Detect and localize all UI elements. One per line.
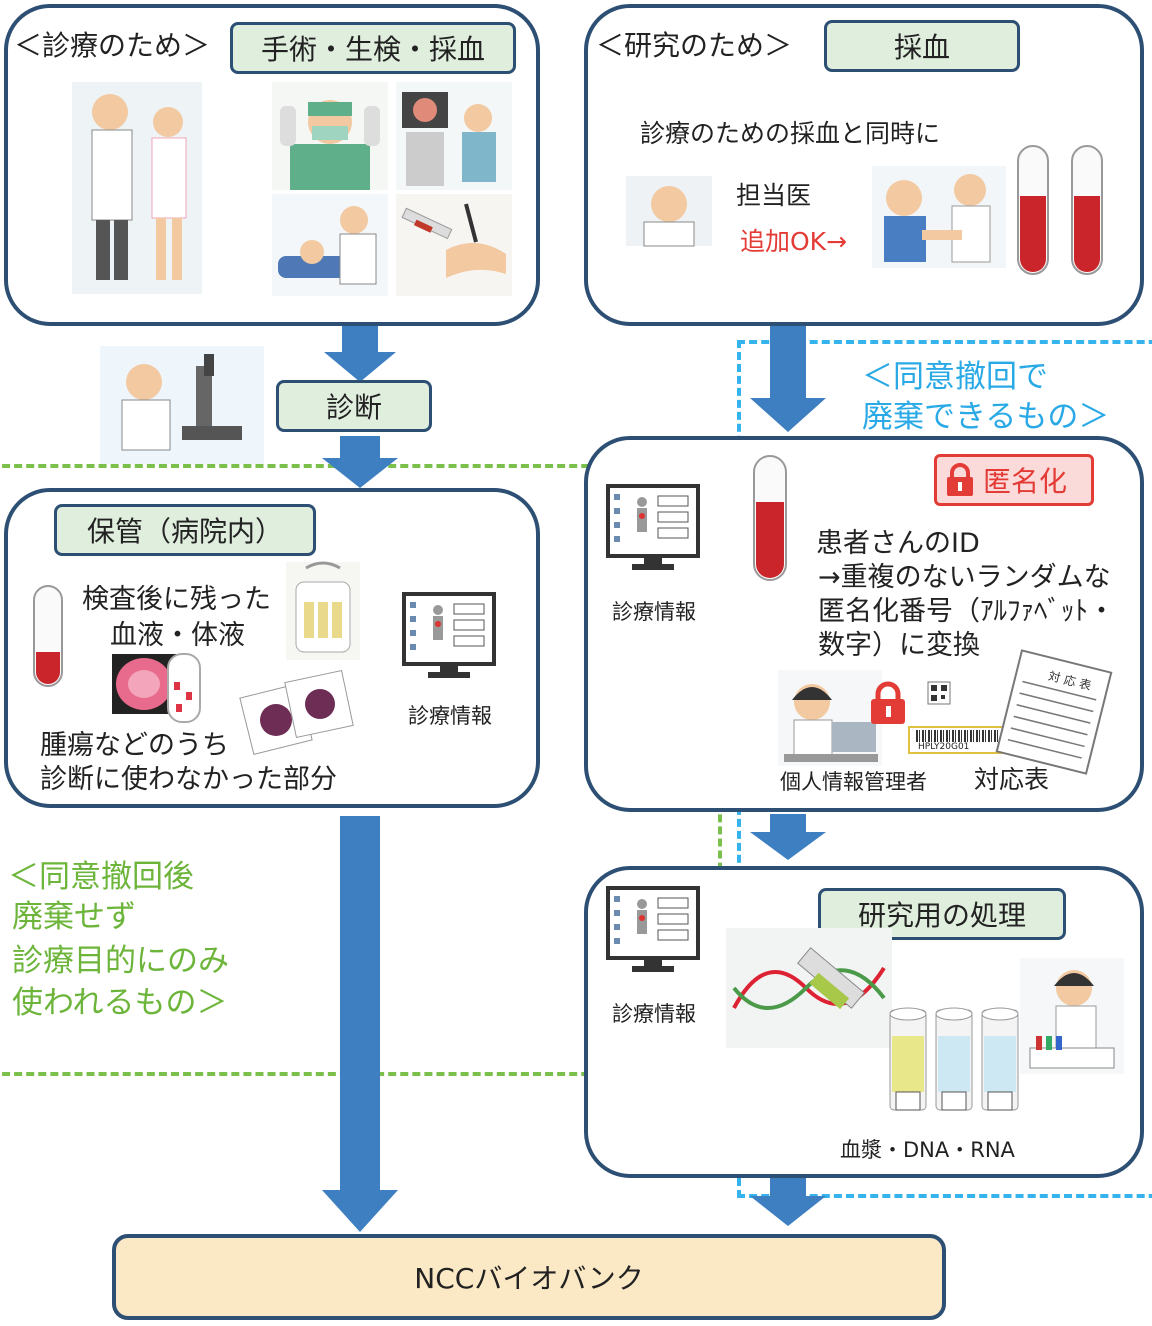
blood-tube-icon <box>753 455 787 581</box>
storage-info-label: 診療情報 <box>408 704 492 728</box>
barcode-text: HPLY20G01 <box>918 742 970 752</box>
ncc-biobank-label: NCCバイオバンク <box>414 1262 644 1295</box>
diagnosis-label: 診断 <box>276 380 432 432</box>
additional-ok-label: 追加OK→ <box>740 227 848 256</box>
green-region-line1: ＜同意撤回後 <box>8 859 194 895</box>
endoscopy-illustration <box>396 82 512 190</box>
info-manager-illustration <box>778 670 882 766</box>
sample-tube-illustration <box>167 653 201 723</box>
anonymize-text-line1: 患者さんのID <box>816 528 980 559</box>
qr-code-icon <box>927 681 951 705</box>
green-region-line2: 廃棄せず <box>12 899 136 935</box>
research-processing-label: 研究用の処理 <box>818 888 1066 940</box>
arrow-down-icon <box>324 326 396 382</box>
anonymize-info-label: 診療情報 <box>612 600 696 624</box>
dna-syringe-illustration <box>726 928 892 1048</box>
anonymize-badge-label: 匿名化 <box>983 465 1068 498</box>
tumor-tissue-illustration <box>112 654 176 714</box>
blood-tube-icon <box>1017 145 1049 275</box>
dentist-examination-illustration <box>272 194 388 296</box>
research-line1: 診療のための採血と同時に <box>640 119 941 148</box>
lock-icon <box>947 463 973 496</box>
plasma-tube-icon <box>889 1007 927 1111</box>
tissue-slides-illustration <box>239 669 354 756</box>
research-blood-label: 採血 <box>824 20 1020 72</box>
attending-doctor-label: 担当医 <box>736 181 812 210</box>
blue-region-line1: ＜同意撤回で <box>862 359 1048 395</box>
tumor-line2: 診断に使わなかった部分 <box>40 764 337 795</box>
remaining-samples-line1: 検査後に残った <box>82 584 271 615</box>
doctor-and-nurse-illustration <box>72 82 202 294</box>
correspondence-table-label: 対応表 <box>974 765 1050 794</box>
anonymize-text-line2: →重複のないランダムな <box>818 562 1111 593</box>
blood-draw-syringe-illustration <box>396 194 512 296</box>
lab-researcher-illustration <box>1020 958 1124 1074</box>
correspondence-table-illustration: 対 応 表 <box>995 649 1113 775</box>
anonymize-text-line3: 匿名化番号（ｱﾙﾌｧﾍﾞｯﾄ・ <box>818 596 1115 627</box>
blood-tube-icon <box>33 585 63 687</box>
doctor-portrait-illustration <box>626 176 712 247</box>
arrow-down-icon <box>750 814 826 860</box>
barcode-label: HPLY20G01 <box>908 726 1004 754</box>
tumor-line1: 腫瘍などのうち <box>40 730 229 761</box>
nurse-drawing-blood-illustration <box>872 166 1006 268</box>
blue-region-line2: 廃棄できるもの＞ <box>862 399 1110 435</box>
lock-icon <box>871 681 905 724</box>
arrow-down-icon <box>750 326 826 432</box>
rna-tube-icon <box>981 1007 1019 1111</box>
arrow-down-icon <box>322 436 398 488</box>
blood-tube-icon <box>1071 145 1103 275</box>
storage-label: 保管（病院内） <box>54 504 316 556</box>
medical-record-monitor-icon <box>606 886 700 972</box>
arrow-down-icon <box>750 1178 826 1226</box>
blood-bag-illustration <box>286 561 360 660</box>
research-heading: ＜研究のため＞ <box>596 29 793 62</box>
clinical-care-heading: ＜診療のため＞ <box>14 29 211 62</box>
medical-record-monitor-icon <box>402 592 496 678</box>
anonymize-badge: 匿名化 <box>934 454 1094 506</box>
anonymize-text-line4: 数字）に変換 <box>818 630 980 661</box>
surgery-biopsy-blood-label: 手術・生検・採血 <box>230 22 516 74</box>
ncc-biobank-box: NCCバイオバンク <box>112 1234 946 1320</box>
arrow-down-icon <box>322 816 398 1232</box>
info-manager-label: 個人情報管理者 <box>780 770 927 794</box>
remaining-samples-line2: 血液・体液 <box>110 620 245 651</box>
green-region-line4: 使われるもの＞ <box>12 985 228 1021</box>
processing-info-label: 診療情報 <box>612 1002 696 1026</box>
medical-record-monitor-icon <box>606 484 700 570</box>
microscope-researcher-illustration <box>100 346 264 464</box>
green-region-line3: 診療目的にのみ <box>12 943 229 979</box>
surgeon-illustration <box>272 82 388 190</box>
dna-tube-icon <box>935 1007 973 1111</box>
processing-products: 血漿・DNA・RNA <box>840 1138 1015 1162</box>
